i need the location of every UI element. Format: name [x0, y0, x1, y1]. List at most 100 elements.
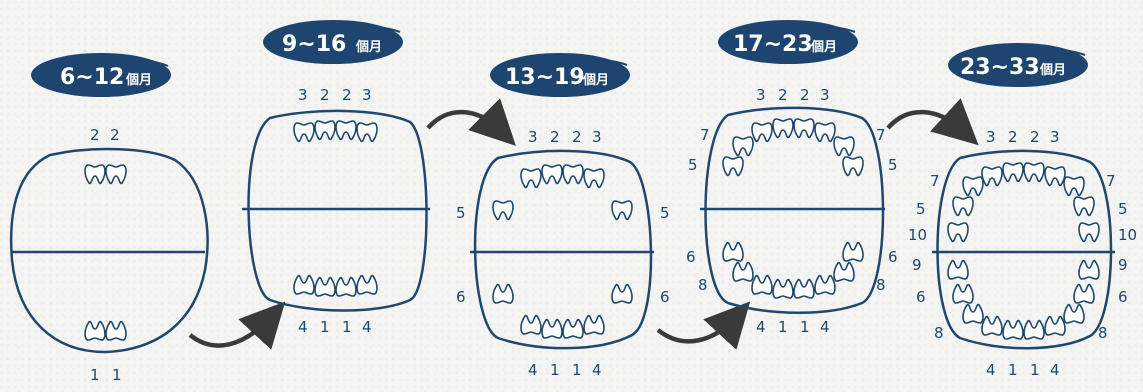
tooth-icon — [962, 176, 984, 197]
stage-4-top-number: 3 — [756, 86, 766, 104]
stage-5-right-number: 8 — [1098, 324, 1108, 342]
stage-2-range: 9~16 — [282, 32, 346, 57]
tooth-icon — [814, 274, 836, 295]
stage-1-top-number: 2 — [90, 126, 100, 144]
tooth-icon — [962, 303, 984, 324]
tooth-icon — [520, 314, 542, 335]
stage-5: 23~33 個月 3 2 2 3 7 5 10 9 6 8 7 5 10 9 6… — [908, 43, 1137, 379]
tooth-icon — [1063, 303, 1085, 324]
tooth-icon — [1073, 196, 1095, 217]
stage-1-range: 6~12 — [60, 65, 124, 90]
tooth-icon — [833, 136, 855, 157]
stage-5-left-number: 5 — [916, 200, 926, 218]
stage-5-right-number: 5 — [1118, 200, 1128, 218]
stage-4-mouth-outline — [704, 106, 885, 314]
stage-3-bottom-number: 4 — [592, 361, 602, 379]
stage-2-unit: 個月 — [355, 39, 382, 55]
tooth-icon — [84, 164, 106, 185]
tooth-icon — [293, 122, 315, 143]
stage-5-right-number: 10 — [1118, 226, 1137, 244]
tooth-icon — [1078, 222, 1100, 243]
stage-3-badge: 13~19 個月 — [490, 53, 630, 97]
stage-5-bottom-number: 1 — [1008, 361, 1018, 379]
stage-4-left-number: 5 — [688, 156, 698, 174]
stage-4-right-number: 8 — [876, 276, 886, 294]
stage-5-left-number: 8 — [934, 324, 944, 342]
stage-5-top-number: 3 — [1050, 128, 1060, 146]
stage-3-top-number: 3 — [592, 128, 602, 146]
stage-4-unit: 個月 — [810, 39, 837, 55]
tooth-icon — [1023, 162, 1045, 183]
tooth-icon — [335, 120, 357, 141]
stage-4-left-number: 7 — [700, 126, 710, 144]
stage-5-top-number: 2 — [1030, 128, 1040, 146]
tooth-icon — [1044, 315, 1066, 336]
stage-5-right-number: 6 — [1118, 288, 1128, 306]
arrow-1-2 — [188, 301, 286, 350]
stage-3-left-number: 5 — [456, 204, 466, 222]
stage-1-bottom-number: 1 — [112, 366, 122, 384]
tooth-icon — [562, 164, 584, 185]
tooth-icon — [722, 241, 744, 262]
stage-2-top-number: 3 — [362, 86, 372, 104]
tooth-icon — [1044, 166, 1066, 187]
tooth-icon — [772, 118, 794, 139]
tooth-icon — [814, 122, 836, 143]
stage-3-unit: 個月 — [582, 72, 609, 88]
tooth-icon — [583, 168, 605, 189]
tooth-icon — [981, 315, 1003, 336]
tooth-icon — [1078, 259, 1100, 280]
tooth-icon — [751, 274, 773, 295]
stage-4-top-number: 3 — [820, 86, 830, 104]
stage-2-top-number: 3 — [298, 86, 308, 104]
stage-4-left-number: 8 — [698, 276, 708, 294]
stage-3-left-number: 6 — [456, 288, 466, 306]
stage-4-left-number: 6 — [686, 248, 696, 266]
stage-1-badge: 6~12 個月 — [31, 53, 171, 97]
stage-3-range: 13~19 — [505, 65, 585, 90]
stage-5-right-number: 7 — [1106, 172, 1116, 190]
arrow-4-5 — [886, 98, 979, 146]
tooth-icon — [541, 318, 563, 339]
tooth-icon — [732, 136, 754, 157]
stage-2: 9~16 個月 3 2 2 3 4 1 1 4 — [242, 20, 430, 336]
stage-4-right-number: 7 — [876, 126, 886, 144]
stage-5-left-number: 7 — [930, 172, 940, 190]
tooth-icon — [583, 314, 605, 335]
stage-3-bottom-number: 1 — [572, 361, 582, 379]
tooth-icon — [981, 166, 1003, 187]
stage-3: 13~19 個月 3 2 2 3 5 6 5 6 4 1 1 4 — [456, 53, 670, 379]
stage-3-right-number: 6 — [660, 288, 670, 306]
tooth-icon — [952, 283, 974, 304]
tooth-icon — [84, 320, 106, 341]
tooth-icon — [314, 120, 336, 141]
stage-3-top-number: 2 — [572, 128, 582, 146]
stage-4-bottom-number: 1 — [778, 318, 788, 336]
tooth-icon — [293, 274, 315, 295]
arrow-2-3 — [426, 98, 516, 146]
tooth-icon — [314, 276, 336, 297]
stage-2-top-number: 2 — [342, 86, 352, 104]
stage-3-top-number: 3 — [528, 128, 538, 146]
stage-4-right-number: 5 — [888, 156, 898, 174]
tooth-icon — [1002, 319, 1024, 340]
stage-4-bottom-number: 4 — [756, 318, 766, 336]
tooth-icon — [842, 156, 864, 177]
stage-5-top-number: 2 — [1008, 128, 1018, 146]
stage-3-bottom-number: 1 — [550, 361, 560, 379]
tooth-icon — [611, 200, 633, 221]
tooth-icon — [356, 274, 378, 295]
tooth-icon — [335, 276, 357, 297]
stage-2-top-number: 2 — [320, 86, 330, 104]
tooth-icon — [492, 200, 514, 221]
tooth-icon — [492, 283, 514, 304]
stage-4-right-number: 6 — [888, 248, 898, 266]
stage-5-left-number: 10 — [908, 226, 927, 244]
tooth-icon — [772, 278, 794, 299]
stage-1-unit: 個月 — [125, 72, 152, 88]
stage-5-unit: 個月 — [1039, 62, 1066, 78]
tooth-icon — [722, 156, 744, 177]
stage-3-right-number: 5 — [660, 204, 670, 222]
stage-3-mouth-outline — [473, 149, 653, 350]
